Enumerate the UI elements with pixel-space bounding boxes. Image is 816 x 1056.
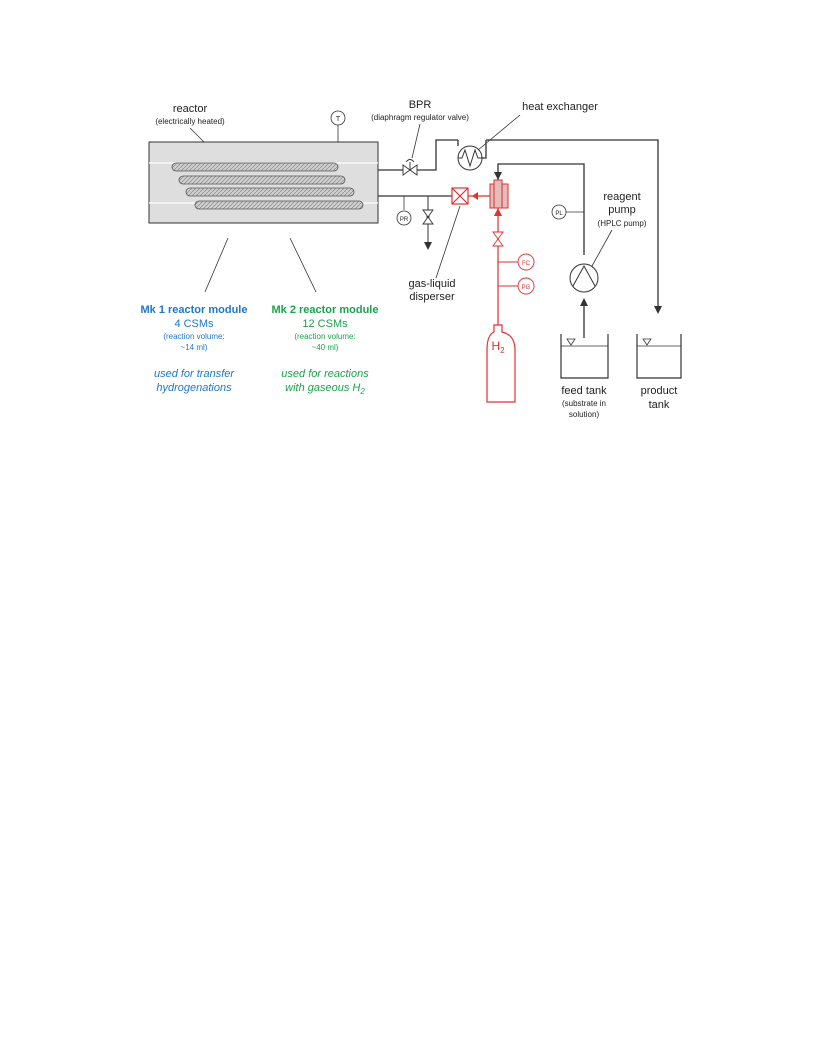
- pl-label: PL: [555, 211, 563, 217]
- feed-tank-sub-label-2: solution): [569, 410, 600, 419]
- feed-tank-icon: [560, 334, 609, 379]
- flow-controller-icon: [517, 253, 535, 271]
- mk1-csms: 4 CSMs: [174, 318, 214, 330]
- mixing-tee-icon: [489, 179, 509, 209]
- mk1-title: Mk 1 reactor module: [141, 304, 248, 316]
- h2-valve-icon: [492, 231, 504, 247]
- mk1-volume-1: (reaction volume:: [163, 332, 224, 341]
- heat-exchanger-label: heat exchanger: [522, 101, 598, 113]
- gas-pressure-sensor-icon: [517, 277, 535, 295]
- mk1-volume-2: ~14 ml): [181, 343, 208, 352]
- mk2-use-1: used for reactions: [281, 368, 369, 380]
- pressure-sensor-pl-icon: [551, 204, 567, 220]
- feed-tank-sub-label-1: (substrate in: [562, 399, 606, 408]
- reagent-pump-label-2: pump: [608, 204, 636, 216]
- gas-liquid-label: gas-liquid: [408, 278, 455, 290]
- reagent-pump-sub-label: (HPLC pump): [598, 219, 647, 228]
- product-tank-label: product: [641, 385, 678, 397]
- pressure-sensor-pr-icon: [396, 210, 412, 226]
- reactor-tubes: [171, 162, 364, 210]
- reactor-sub-label: (electrically heated): [155, 117, 225, 126]
- mk2-csms: 12 CSMs: [302, 318, 348, 330]
- mk1-use-2: hydrogenations: [156, 382, 232, 394]
- fc-label: FC: [522, 261, 531, 267]
- mk1-use-1: used for transfer: [154, 368, 235, 380]
- bpr-sub-label: (diaphragm regulator valve): [371, 113, 469, 122]
- bpr-valve-icon: [402, 159, 418, 176]
- reagent-pump-label: reagent: [603, 191, 640, 203]
- h2-cylinder-icon: [486, 324, 516, 403]
- product-tank-icon: [636, 334, 682, 379]
- mk2-title: Mk 2 reactor module: [272, 304, 379, 316]
- h2-cylinder-label: H2: [491, 339, 505, 355]
- pg-label: PG: [522, 285, 531, 291]
- mk2-volume-2: ~40 ml): [312, 343, 339, 352]
- mk2-module-info: Mk 2 reactor module 12 CSMs (reaction vo…: [272, 304, 379, 396]
- mk2-use-2: with gaseous H2: [285, 382, 365, 396]
- bpr-label: BPR: [409, 99, 432, 111]
- mk2-volume-1: (reaction volume:: [294, 332, 355, 341]
- pr-label: PR: [400, 217, 409, 223]
- disperser-label: disperser: [409, 291, 455, 303]
- heat-exchanger-icon: [457, 145, 483, 171]
- feed-tank-label: feed tank: [561, 385, 607, 397]
- product-tank-label-2: tank: [649, 399, 670, 411]
- reagent-pump-icon: [569, 263, 599, 293]
- gas-liquid-disperser-icon: [451, 187, 469, 205]
- reactor-label: reactor: [173, 103, 208, 115]
- mk1-module-info: Mk 1 reactor module 4 CSMs (reaction vol…: [141, 304, 248, 394]
- temperature-label: T: [336, 116, 341, 123]
